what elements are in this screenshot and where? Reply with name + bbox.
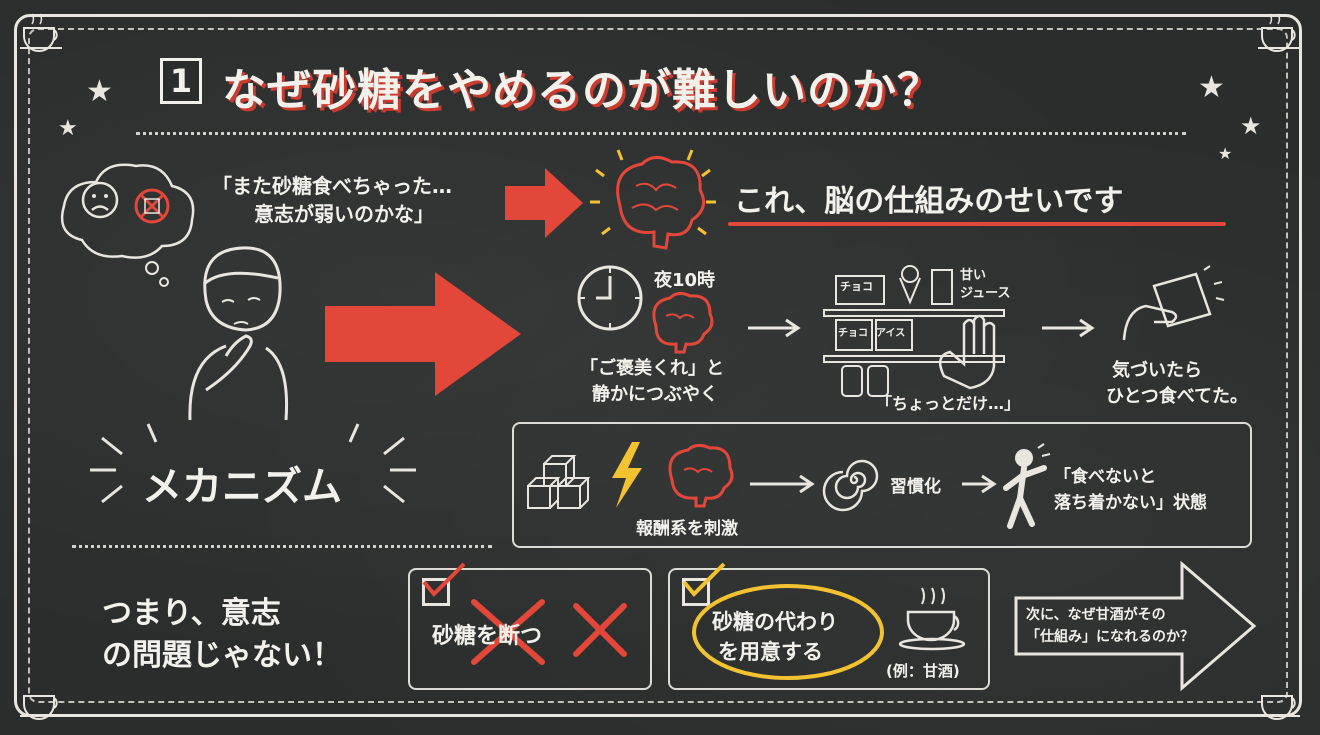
- next-line-1: 次に、なぜ甘酒がその: [1026, 607, 1166, 623]
- chalkboard-frame: [14, 14, 1302, 717]
- thinking-person-icon: [188, 246, 289, 421]
- headline-underline: [728, 222, 1226, 226]
- coffee-cup-icon: [20, 695, 62, 720]
- star-icon: ★: [1218, 144, 1233, 163]
- star-icon: ★: [58, 116, 78, 141]
- option-substitute-line-2: を用意する: [718, 640, 823, 664]
- brain-icon: [652, 291, 714, 354]
- time-label: 夜10時: [654, 270, 716, 291]
- person-icon: [1003, 443, 1051, 529]
- emphasis-lines: [90, 423, 416, 504]
- title-number: 1: [160, 58, 202, 104]
- star-icon: ★: [1240, 112, 1262, 140]
- big-arrow-right-icon: [325, 272, 521, 396]
- whisper-line-1: 「ご褒美くれ」と: [580, 358, 724, 379]
- habit-label: 習慣化: [890, 477, 941, 497]
- page-title: なぜ砂糖をやめるのが難しいのか？: [222, 65, 942, 116]
- sugar-cubes-icon: [527, 455, 591, 509]
- chalkboard-inner-frame: [28, 28, 1288, 703]
- shelf-item-choco-2: チョコ: [838, 328, 868, 339]
- arrow-right-icon: [748, 318, 801, 338]
- next-arrow: [1014, 560, 1257, 692]
- option-example: (例：甘酒): [886, 662, 960, 680]
- hand-wrapper-icon: [1122, 265, 1225, 341]
- result-line-2: ひとつ食べてた。: [1106, 386, 1249, 407]
- spiral-icon: [822, 459, 879, 512]
- option-quit-label: 砂糖を断つ: [432, 624, 543, 649]
- checkbox: [682, 578, 710, 606]
- arrow-right-icon: [505, 168, 583, 238]
- state-line-2: 落ち着かない」状態: [1054, 493, 1207, 513]
- cross-icon: [471, 599, 545, 665]
- no-sugar-icon: [134, 188, 170, 224]
- shelf-tag-sweet: 甘い: [960, 268, 987, 283]
- conclusion-line-2: の問題じゃない！: [102, 638, 342, 673]
- next-line-2: 「仕組み」になれるのか？: [1026, 629, 1194, 645]
- just-a-bit: 「ちょっとだけ…」: [876, 394, 1021, 413]
- reward-label: 報酬系を刺激: [636, 519, 738, 539]
- sad-face-icon: [81, 181, 119, 219]
- coffee-cup-icon: [1258, 695, 1300, 720]
- coffee-cup-icon: [1258, 13, 1300, 52]
- thought-cloud: [60, 163, 195, 287]
- whisper-line-2: 静かにつぶやく: [592, 384, 718, 405]
- shelf-item-ice: アイス: [876, 328, 906, 339]
- star-icon: ★: [1198, 70, 1225, 105]
- shelf-tag-juice: ジュース: [960, 286, 1011, 301]
- thought-line-2: 意志が弱いのかな」: [254, 202, 434, 226]
- arrow-right-icon: [1042, 318, 1095, 338]
- check-icon: [682, 562, 726, 597]
- title-divider: [136, 132, 1186, 135]
- option-quit-sugar: [408, 568, 652, 690]
- brain-icon: [590, 149, 716, 250]
- tea-cup-icon: [898, 587, 966, 651]
- arrow-right-icon: [750, 474, 815, 494]
- lightning-icon: [612, 442, 642, 508]
- option-substitute: [668, 568, 990, 690]
- star-icon: ★: [86, 74, 113, 109]
- shelf-item-choco-1: チョコ: [840, 280, 873, 293]
- headline: これ、脳の仕組みのせいです: [734, 184, 1124, 219]
- coffee-cup-icon: [20, 13, 62, 52]
- conclusion-line-1: つまり、意志: [102, 596, 281, 631]
- thought-line-1: 「また砂糖食べちゃった…: [212, 174, 452, 198]
- mechanism-label: メカニズム: [142, 464, 342, 510]
- brain-icon: [668, 443, 734, 508]
- checkbox: [422, 578, 450, 606]
- mechanism-box: [512, 422, 1252, 548]
- cross-icon: [573, 603, 627, 657]
- state-line-1: 「食べないと: [1054, 467, 1156, 487]
- result-line-1: 気づいたら: [1112, 360, 1202, 381]
- hand-icon: [938, 314, 996, 390]
- option-substitute-line-1: 砂糖の代わり: [712, 610, 838, 634]
- highlight-circle: [692, 584, 884, 680]
- clock-icon: [577, 265, 643, 331]
- snack-shelf: [823, 265, 1005, 397]
- check-icon: [422, 562, 466, 597]
- mechanism-divider: [72, 545, 492, 548]
- arrow-right-icon: [962, 474, 997, 494]
